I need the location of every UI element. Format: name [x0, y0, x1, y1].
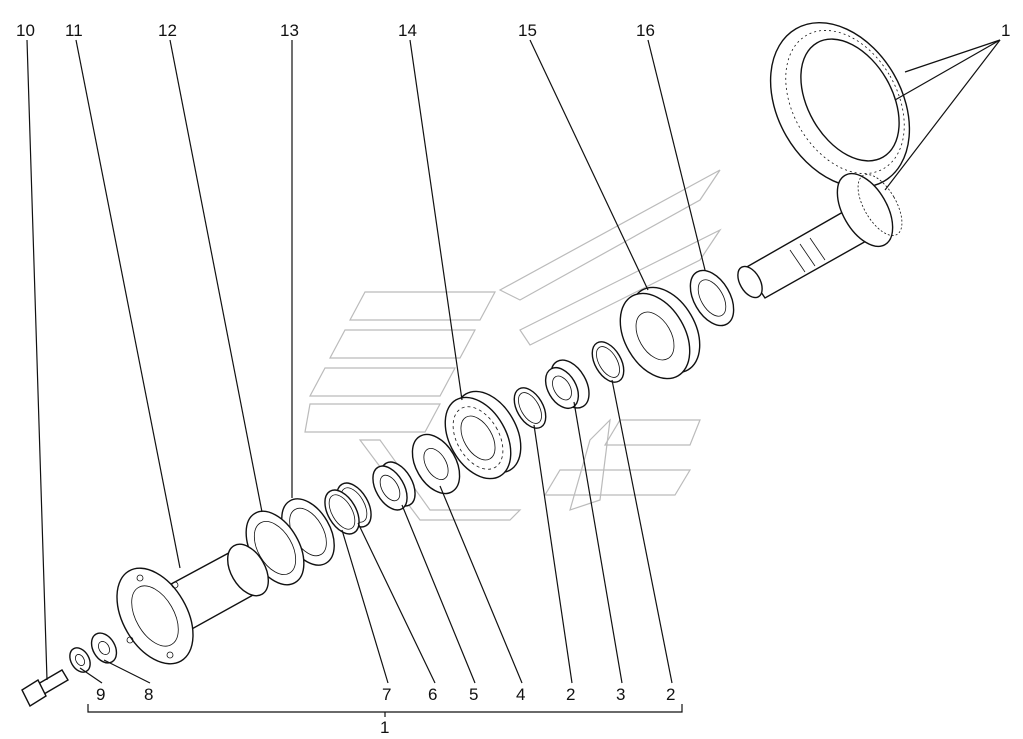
retaining-ring-left [513, 387, 547, 429]
slotted-nut [372, 461, 416, 511]
callout-10: 10 [16, 21, 35, 40]
callout-14: 14 [398, 21, 417, 40]
assembly-bracket [87, 704, 683, 713]
bolt [21, 669, 69, 708]
bearing-housing [116, 543, 270, 665]
lock-washer [411, 433, 461, 495]
bearing-cone [544, 359, 590, 409]
ring-gear [769, 22, 911, 188]
callout-9: 9 [96, 685, 105, 704]
watermark-logo [304, 169, 722, 521]
ball-bearing [444, 390, 522, 480]
callouts: 10 11 12 13 14 15 16 1 9 8 7 6 5 4 2 3 2… [16, 21, 1010, 737]
callout-1-top: 1 [1001, 21, 1010, 40]
callout-8: 8 [144, 685, 153, 704]
flat-washer [90, 632, 118, 664]
callout-3: 3 [616, 685, 625, 704]
spacer-washer [689, 269, 735, 327]
callout-2-left: 2 [566, 685, 575, 704]
callout-15: 15 [518, 21, 537, 40]
leader-lines [26, 39, 1001, 717]
callout-1-bottom: 1 [380, 718, 389, 737]
callout-12: 12 [158, 21, 177, 40]
callout-7: 7 [382, 685, 391, 704]
callout-2-right: 2 [666, 685, 675, 704]
pinion-shaft [737, 172, 903, 299]
roller-bearing-large [619, 286, 701, 380]
snap-ring [324, 489, 360, 535]
callout-11: 11 [65, 21, 83, 40]
callout-6: 6 [428, 685, 437, 704]
callout-13: 13 [280, 21, 299, 40]
callout-4: 4 [516, 685, 525, 704]
callout-5: 5 [469, 685, 478, 704]
callout-16: 16 [636, 21, 655, 40]
spring-washer [69, 647, 91, 673]
retaining-ring-right [591, 341, 625, 383]
